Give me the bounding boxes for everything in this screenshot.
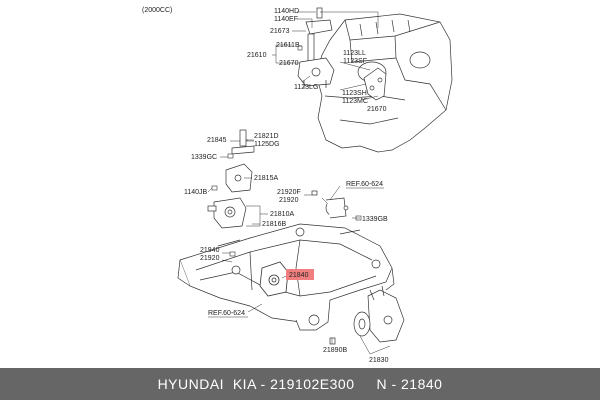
callout-1123MC: 1123MC xyxy=(342,98,368,105)
callout-1123LG: 1123LG xyxy=(294,84,318,91)
parts-diagram: (2000CC) xyxy=(142,7,453,364)
callout-21920-left: 21920 xyxy=(200,255,220,262)
callout-21821D: 21821D xyxy=(254,133,279,140)
part-number-footer: HYUNDAI KIA - 219102E300 N - 21840 xyxy=(0,368,600,400)
callout-21810A: 21810A xyxy=(270,211,294,218)
leader-lines xyxy=(207,11,391,355)
center-mount-21840 xyxy=(259,261,289,297)
engine-mount-21610 xyxy=(297,7,335,88)
callout-21830: 21830 xyxy=(369,357,389,364)
bushing-21920 xyxy=(311,190,349,219)
callout-21840: 21840 xyxy=(289,272,309,279)
callout-21670-right: 21670 xyxy=(367,106,387,113)
callout-21610: 21610 xyxy=(247,52,267,59)
callout-1140JB: 1140JB xyxy=(184,189,208,196)
engine-mount-bracket-right xyxy=(363,67,387,101)
callout-21940: 21940 xyxy=(200,247,220,254)
callout-21845: 21845 xyxy=(207,137,227,144)
callout-21920-right: 21920 xyxy=(279,197,299,204)
highlight-21840 xyxy=(286,269,314,280)
callout-21611B: 21611B xyxy=(276,42,300,49)
footer-text: HYUNDAI KIA - 219102E300 N - 21840 xyxy=(157,376,443,392)
callout-1339GB: 1339GB xyxy=(362,216,388,223)
callout-21920F: 21920F xyxy=(277,189,301,196)
engine-block-outline xyxy=(315,13,453,153)
callout-ref-60-624-top: REF.60-624 xyxy=(346,181,383,188)
callout-1123LL: 1123LL xyxy=(343,50,366,57)
callout-21815A: 21815A xyxy=(254,175,278,182)
callout-1123SH: 1123SH xyxy=(342,90,367,97)
callout-21816B: 21816B xyxy=(262,221,286,228)
callout-21673: 21673 xyxy=(270,28,290,35)
callout-1140EF: 1140EF xyxy=(274,16,298,23)
callout-1339GC: 1339GC xyxy=(191,154,217,161)
callout-21890B: 21890B xyxy=(323,347,347,354)
callout-21670-top: 21670 xyxy=(279,60,299,67)
transmission-mount-stack xyxy=(207,129,255,229)
engine-spec-label: (2000CC) xyxy=(142,7,172,14)
callout-ref-60-624-bottom: REF.60-624 xyxy=(208,310,245,317)
rear-mount-21830 xyxy=(329,285,405,345)
callout-1140HD: 1140HD xyxy=(274,8,299,15)
callout-1123SF: 1123SF xyxy=(343,58,367,65)
callout-1125DG: 1125DG xyxy=(254,141,280,148)
